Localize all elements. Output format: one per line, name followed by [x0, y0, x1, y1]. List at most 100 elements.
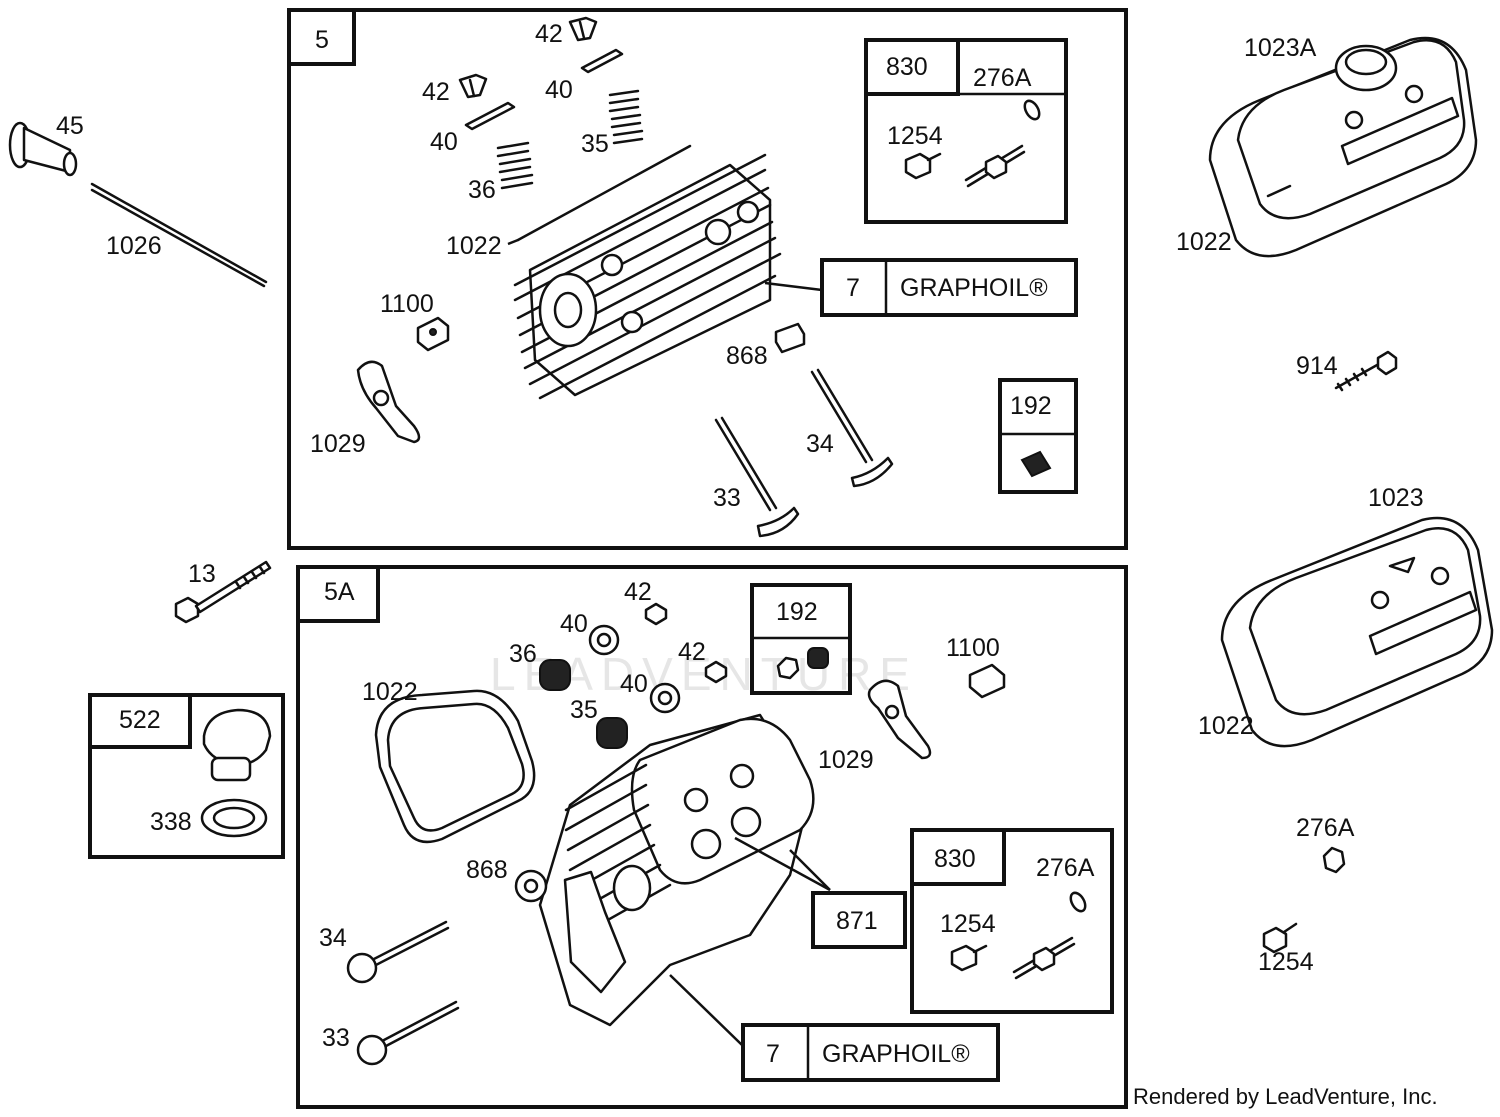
rocker-arm-1029[interactable]: [356, 360, 421, 444]
valve-cover-1023a-stud: [1266, 184, 1292, 198]
label-top-868: 868: [726, 342, 768, 370]
tappet-45[interactable]: [8, 121, 78, 177]
cylinder-head-bottom[interactable]: [538, 713, 815, 1027]
valve-spring-36-coils: [496, 141, 534, 190]
valve-retainer-40a[interactable]: [580, 48, 624, 74]
cylinder-head-top[interactable]: [513, 153, 782, 400]
label-bottom-35: 35: [570, 696, 598, 724]
kit-graphoil-top-frame: [820, 258, 1078, 317]
kit-830-bottom[interactable]: 830 276A 1254: [910, 828, 1114, 1014]
head-boss-2: [620, 310, 644, 334]
screw-1254[interactable]: [1262, 926, 1288, 954]
kit-830-bottom-stud-collar: [1032, 946, 1056, 972]
right-parts: 1023A 1022 914 1023 1022 276A 1254: [1176, 34, 1494, 976]
valve-cover-1023a-bolt: [1344, 110, 1364, 130]
washer-276a[interactable]: [1322, 846, 1346, 874]
b-valve-33-stem: [382, 1000, 458, 1042]
credit-text: Rendered by LeadVenture, Inc.: [1133, 1084, 1438, 1109]
head-boss-3: [704, 218, 732, 246]
kit-830-bottom-frame: [910, 828, 1114, 1014]
valve-cover-1023-bolt-2: [1430, 566, 1450, 586]
left-parts: 45 1026 13 522 338: [8, 112, 285, 859]
valve-33-stem-2: [720, 416, 778, 510]
b-rocker-arm-1029[interactable]: [867, 679, 932, 760]
valve-spring-36[interactable]: [496, 141, 534, 190]
kit-graphoil-bottom[interactable]: 7 GRAPHOIL®: [741, 1023, 1000, 1082]
label-bottom-42b: 42: [678, 638, 706, 666]
b-valve-retainer-40b-hole: [657, 690, 673, 706]
bottom-assembly-frame: [296, 565, 1128, 1109]
valve-keeper-42b[interactable]: [458, 73, 488, 99]
valve-cover-1023a-badge: [1340, 96, 1460, 166]
kit-graphoil-top[interactable]: 7 GRAPHOIL®: [820, 258, 1078, 317]
label-top-1022: 1022: [446, 232, 502, 260]
label-top-33: 33: [713, 484, 741, 512]
kit-192-top-label: 192: [1010, 392, 1052, 420]
valve-cover-1023-logo: [1388, 556, 1416, 574]
kit-830-bottom-screw-head: [950, 944, 978, 972]
valve-cover-1023a[interactable]: [1208, 36, 1478, 258]
valve-cover-1023a-bolt-2: [1404, 84, 1424, 104]
leader-1022-top: [507, 238, 519, 246]
cylinder-head-fins: [513, 153, 782, 400]
label-bottom-40b: 40: [620, 670, 648, 698]
label-1254-right: 1254: [1258, 948, 1314, 976]
kit-192-bottom[interactable]: 192: [750, 583, 852, 695]
kit-522[interactable]: 522 338: [88, 693, 285, 859]
label-914: 914: [1296, 352, 1338, 380]
b-gasket-1022-inner: [386, 702, 525, 832]
b-push-rod-guide-1100[interactable]: [968, 663, 1006, 699]
b-valve-seal-868-hole: [523, 878, 539, 894]
b-head-exhaust: [612, 864, 652, 912]
b-valve-34-head: [346, 952, 378, 984]
top-assembly-frame: [287, 8, 1128, 550]
b-head-port-1: [683, 787, 709, 813]
valve-spring-35[interactable]: [608, 89, 644, 145]
leader-871-b: [789, 849, 831, 891]
kit-830-top[interactable]: 830 276A 1254: [864, 38, 1068, 224]
kit-192-top[interactable]: 192: [998, 378, 1078, 494]
valve-34-stem: [810, 370, 868, 464]
valve-cover-1023[interactable]: [1220, 516, 1494, 748]
b-head-port-4: [690, 828, 722, 860]
kit-830-top-frame: [864, 38, 1068, 224]
oil-fill-cap: [202, 708, 272, 766]
rocker-arm-pivot: [372, 389, 390, 407]
push-rod-1026[interactable]: [90, 182, 268, 288]
oil-fill-seal-338-inner: [212, 806, 256, 830]
label-bottom-34: 34: [319, 924, 347, 952]
valve-cover-1023a-breather-top: [1344, 48, 1388, 76]
b-head-fins: [564, 763, 672, 932]
push-rod-guide-hole: [429, 328, 437, 336]
kit-830-top-washer: [1023, 99, 1041, 121]
valve-spring-35-coils: [608, 89, 644, 145]
kit-830-bottom-label: 830: [934, 845, 976, 873]
b-exhaust-valve-34[interactable]: [346, 920, 450, 984]
valve-seal-868[interactable]: [774, 322, 806, 354]
kit-192-bottom-insert: [807, 647, 829, 669]
b-intake-valve-33[interactable]: [356, 1000, 460, 1066]
kit-192-bottom-nut: [776, 656, 800, 680]
exhaust-valve-34[interactable]: [810, 368, 894, 488]
leader-871-a: [734, 836, 831, 892]
label-bottom-33: 33: [322, 1024, 350, 1052]
b-valve-keeper-42a[interactable]: [644, 602, 668, 626]
intake-valve-33[interactable]: [714, 416, 800, 538]
valve-retainer-40b[interactable]: [464, 101, 516, 131]
label-top-42a: 42: [535, 20, 563, 48]
b-valve-keeper-42b[interactable]: [704, 660, 728, 684]
b-valve-spring-36[interactable]: [539, 659, 571, 691]
kit-graphoil-top-text: GRAPHOIL®: [900, 274, 1048, 302]
kit-830-bottom-1254-label: 1254: [940, 910, 996, 938]
b-valve-spring-35[interactable]: [596, 717, 628, 749]
kit-830-top-276a-label: 276A: [973, 64, 1032, 92]
gasket-1022-top[interactable]: [516, 144, 692, 242]
kit-871[interactable]: 871: [811, 891, 907, 949]
b-valve-34-stem-2: [372, 926, 450, 968]
label-bottom-868: 868: [466, 856, 508, 884]
b-valve-33-head: [356, 1034, 388, 1066]
label-top-42b: 42: [422, 78, 450, 106]
bolt-914[interactable]: [1334, 350, 1398, 392]
bolt-13[interactable]: [174, 560, 272, 624]
